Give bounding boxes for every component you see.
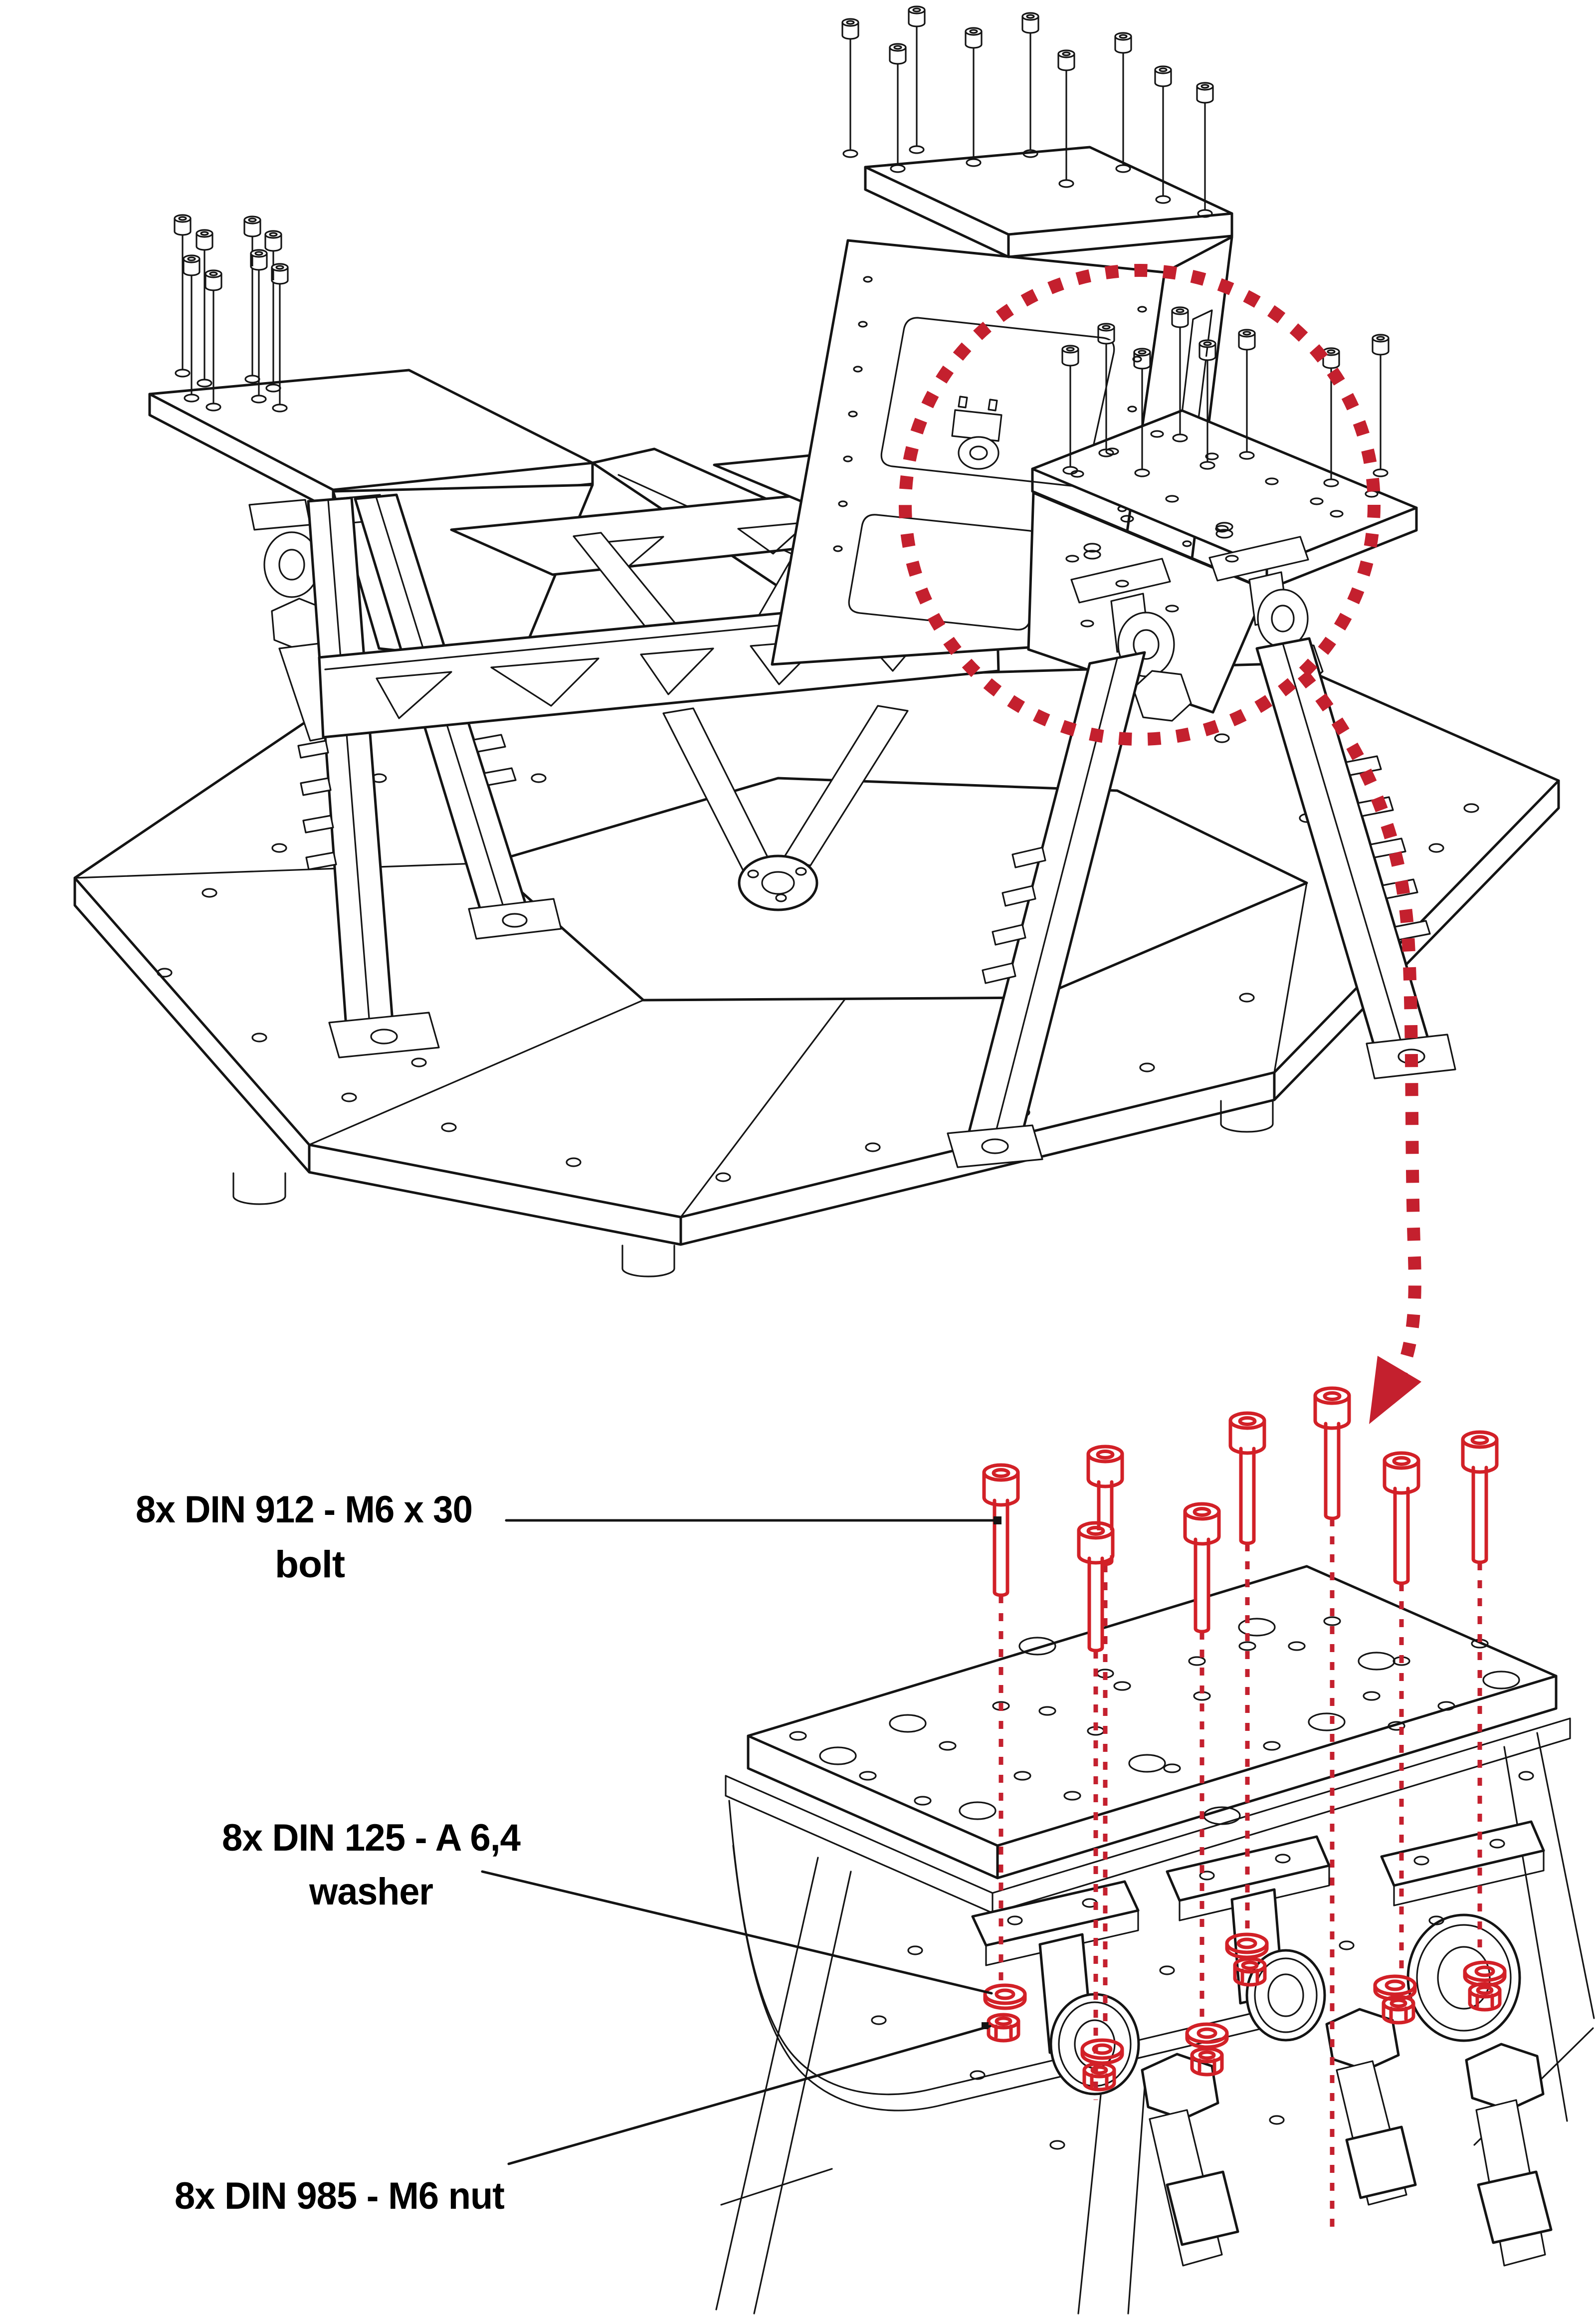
- socket-head-bolt: [174, 214, 192, 378]
- socket-head-bolt: [1171, 306, 1189, 442]
- din985-nut-red: [1233, 1957, 1267, 1987]
- leader-line-nut: [507, 2025, 992, 2165]
- callout-bolt-line1: 8x DIN 912 - M6 x 30: [136, 1488, 472, 1531]
- socket-head-bolt: [1322, 347, 1340, 487]
- socket-head-bolt: [889, 43, 907, 173]
- din912-bolt-red: [1077, 1521, 1115, 1653]
- socket-head-bolt: [1097, 323, 1115, 457]
- socket-head-bolt: [196, 229, 213, 388]
- callout-nut-line1: 8x DIN 985 - M6 nut: [175, 2175, 505, 2217]
- socket-head-bolt: [1133, 348, 1151, 477]
- din985-nut-red: [1082, 2062, 1116, 2092]
- detail-mounting-plate: [725, 1565, 1571, 2111]
- leader-endpoint-bolt: [994, 1516, 1001, 1524]
- socket-head-bolt: [1057, 49, 1075, 188]
- socket-head-bolt: [264, 230, 282, 393]
- socket-head-bolt: [1372, 334, 1390, 477]
- din985-nut-red: [1468, 1982, 1502, 2012]
- din125-washers-din985-nuts-red: [983, 1932, 1507, 2092]
- exploded-detail-view: [715, 1386, 1595, 2315]
- detail-lower-structure: [715, 1732, 1595, 2315]
- callout-washer: 8x DIN 125 - A 6,4 washer: [222, 1817, 993, 1995]
- din985-nut-red: [1190, 2047, 1224, 2077]
- socket-head-bolt: [204, 269, 222, 412]
- din125-washer-red: [983, 1983, 1027, 2010]
- callout-washer-line2: washer: [309, 1871, 433, 1913]
- socket-head-bolt: [1154, 65, 1172, 204]
- bolt-axis-dotted-lines: [998, 1518, 1482, 2235]
- socket-head-bolt: [243, 215, 261, 384]
- din125-washer-red: [1080, 2038, 1124, 2065]
- socket-head-bolt: [1198, 339, 1216, 470]
- arrowhead: [1369, 1356, 1421, 1424]
- din125-washer-red: [1185, 2022, 1229, 2049]
- socket-head-bolt: [1238, 329, 1256, 460]
- leader-endpoint-nut: [982, 2022, 989, 2029]
- leader-line-washer: [481, 1870, 993, 1995]
- main-assembly-drawing: [73, 5, 1560, 1277]
- din985-nut-red: [987, 2013, 1020, 2043]
- detail-zoom-circle: [899, 264, 1381, 746]
- socket-head-bolt: [271, 263, 289, 413]
- din125-washer-red: [1225, 1932, 1269, 1959]
- socket-head-bolt: [250, 249, 268, 404]
- din912-bolt-red: [982, 1463, 1020, 1597]
- callout-bolt: 8x DIN 912 - M6 x 30 bolt: [136, 1488, 1001, 1586]
- socket-head-bolt: [1114, 32, 1132, 173]
- socket-head-bolt: [1196, 82, 1214, 218]
- callout-washer-line1: 8x DIN 125 - A 6,4: [222, 1817, 521, 1859]
- din912-bolt-red: [1183, 1502, 1221, 1634]
- detail-zoom-arrow: [1297, 670, 1421, 1424]
- din125-washer-red: [1373, 1974, 1417, 2001]
- din912-bolt-red: [1461, 1430, 1499, 1564]
- din985-nut-red: [1382, 1995, 1415, 2025]
- socket-head-bolt: [1061, 345, 1079, 475]
- callout-bolt-line2: bolt: [275, 1543, 345, 1586]
- socket-head-bolt: [841, 18, 859, 158]
- socket-head-bolt: [965, 27, 983, 167]
- din912-bolt-red: [1383, 1451, 1420, 1585]
- din912-bolt-red: [1228, 1411, 1266, 1545]
- socket-head-bolt: [1021, 12, 1039, 158]
- socket-head-bolt: [183, 254, 200, 403]
- callout-nut: 8x DIN 985 - M6 nut: [175, 2022, 992, 2217]
- din912-bolts-red: [982, 1386, 1499, 1653]
- din912-bolt-red: [1313, 1386, 1351, 1520]
- socket-head-bolt: [908, 5, 926, 154]
